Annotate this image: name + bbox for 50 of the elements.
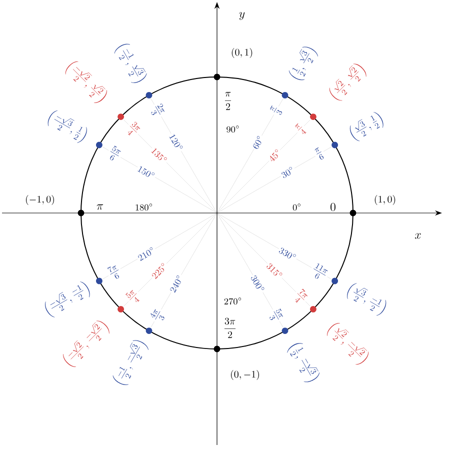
radian-label: $\frac{\pi}{4}$ xyxy=(292,120,310,138)
radian-label: $\pi$ xyxy=(95,203,105,211)
degree-label: $0^\circ$ xyxy=(292,202,302,212)
coordinate-label: $(0,1)$ xyxy=(232,48,252,58)
radian-label: $\frac{7\pi}{4}$ xyxy=(290,286,312,308)
axis-label: $x$ xyxy=(415,233,421,239)
radian-label: $\frac{\pi}{3}$ xyxy=(268,102,285,118)
coordinate-label: $\left(\frac{-\sqrt{3}}{2},\frac{1}{2}\right)$ xyxy=(48,110,87,143)
radian-label: $\frac{7\pi}{6}$ xyxy=(104,262,124,283)
radian-label: $\frac{2\pi}{3}$ xyxy=(147,100,168,120)
degree-label: $315^\circ$ xyxy=(264,260,285,281)
radian-label: $\frac{3\pi}{2}$ xyxy=(222,316,238,340)
degree-label: $135^\circ$ xyxy=(149,145,170,166)
coordinate-label: $\left(\frac{-\sqrt{2}}{2},\frac{-\sqrt{2}}{2}\right)$ xyxy=(63,320,110,367)
degree-label: $330^\circ$ xyxy=(276,245,299,263)
coordinate-label: $\left(\frac{\sqrt{2}}{2},\frac{\sqrt{2}}{2}\right)$ xyxy=(329,64,366,101)
radian-label: $\frac{5\pi}{6}$ xyxy=(104,143,124,164)
degree-label: $225^\circ$ xyxy=(149,260,170,281)
coordinate-label: $\left(\frac{-\sqrt{2}}{2},\frac{\sqrt{2}}{2}\right)$ xyxy=(65,61,107,104)
coordinate-label: $\left(\frac{-1}{2},\frac{\sqrt{3}}{2}\right)$ xyxy=(114,44,147,83)
coordinate-label: $\left(\frac{-\sqrt{3}}{2},\frac{-1}{2}\right)$ xyxy=(45,282,90,318)
coordinate-label: $(0,-1)$ xyxy=(231,370,259,380)
degree-label: $270^\circ$ xyxy=(222,296,244,306)
radian-label: $\frac{4\pi}{3}$ xyxy=(147,306,168,326)
degree-label: $90^\circ$ xyxy=(225,124,241,134)
degree-label: $300^\circ$ xyxy=(249,272,267,295)
radian-label: $\frac{5\pi}{4}$ xyxy=(122,286,144,308)
degree-label: $150^\circ$ xyxy=(135,163,158,182)
axis-label: $y$ xyxy=(239,12,245,20)
radian-label: $\frac{\pi}{2}$ xyxy=(222,91,234,111)
radian-label: $\frac{5\pi}{3}$ xyxy=(266,306,287,326)
radian-label: $\frac{11\pi}{6}$ xyxy=(308,260,332,284)
degree-label: $30^\circ$ xyxy=(278,164,297,180)
degree-label: $60^\circ$ xyxy=(250,133,266,152)
radian-label: $\frac{3\pi}{4}$ xyxy=(122,118,144,140)
coordinate-label: $(-1,0)$ xyxy=(26,195,54,206)
radian-label: $0$ xyxy=(329,202,337,212)
degree-label: $210^\circ$ xyxy=(135,245,158,263)
coordinate-label: $(1,0)$ xyxy=(374,195,396,206)
coordinate-label: $\left(\frac{\sqrt{3}}{2},\frac{-1}{2}\right)$ xyxy=(347,283,386,316)
coordinate-label: $\left(\frac{1}{2},\frac{-\sqrt{3}}{2}\right)$ xyxy=(287,343,320,382)
coordinate-label: $\left(\frac{-1}{2},\frac{-\sqrt{3}}{2}\right)$ xyxy=(112,340,148,386)
degree-label: $45^\circ$ xyxy=(266,146,284,164)
radian-label: $\frac{\pi}{6}$ xyxy=(312,145,328,162)
coordinate-label: $\left(\frac{1}{2},\frac{\sqrt{3}}{2}\right)$ xyxy=(288,46,318,80)
degree-label: $240^\circ$ xyxy=(167,272,186,295)
degree-label: $180^\circ$ xyxy=(134,202,154,212)
coordinate-label: $\left(\frac{\sqrt{3}}{2},\frac{1}{2}\right)$ xyxy=(350,112,384,142)
degree-label: $120^\circ$ xyxy=(167,131,186,154)
coordinate-label: $\left(\frac{\sqrt{2}}{2},\frac{-\sqrt{2}}{2}\right)$ xyxy=(326,323,369,365)
